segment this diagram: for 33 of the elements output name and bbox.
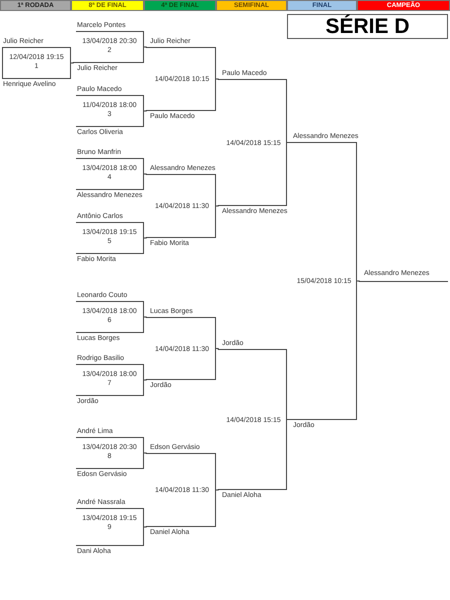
- bracket-line: [143, 46, 150, 48]
- bracket-line: [70, 62, 76, 64]
- match-bracket: [149, 174, 216, 238]
- bracket-line: [356, 280, 362, 282]
- match-bracket: [221, 349, 287, 490]
- bracket-line: [143, 110, 150, 112]
- bracket-line: [143, 316, 150, 318]
- bracket-line: [286, 419, 292, 420]
- bracket-line: [143, 452, 150, 454]
- bracket-line: [215, 205, 222, 206]
- match-bracket: [149, 317, 216, 380]
- bracket-line: [215, 78, 222, 80]
- match-bracket: [2, 47, 71, 79]
- match-bracket: [149, 47, 216, 111]
- series-title: SÉRIE D: [287, 14, 448, 39]
- match-bracket: [76, 95, 144, 127]
- match-bracket: [76, 301, 144, 333]
- match-bracket: [76, 222, 144, 254]
- bracket-line: [143, 237, 150, 238]
- match-bracket: [76, 437, 144, 469]
- bracket-line: [143, 526, 150, 528]
- bracket-line: [215, 489, 222, 490]
- match-bracket: [76, 158, 144, 190]
- match-bracket: [76, 31, 144, 63]
- bracket-line: [143, 379, 150, 380]
- bracket-line: [286, 142, 292, 143]
- match-bracket: [76, 364, 144, 396]
- match-bracket: [76, 508, 144, 546]
- match-bracket: [149, 453, 216, 527]
- bracket-line: [143, 174, 150, 175]
- bracket-line: [215, 348, 222, 350]
- match-bracket: [292, 142, 357, 420]
- match-bracket: [221, 79, 287, 206]
